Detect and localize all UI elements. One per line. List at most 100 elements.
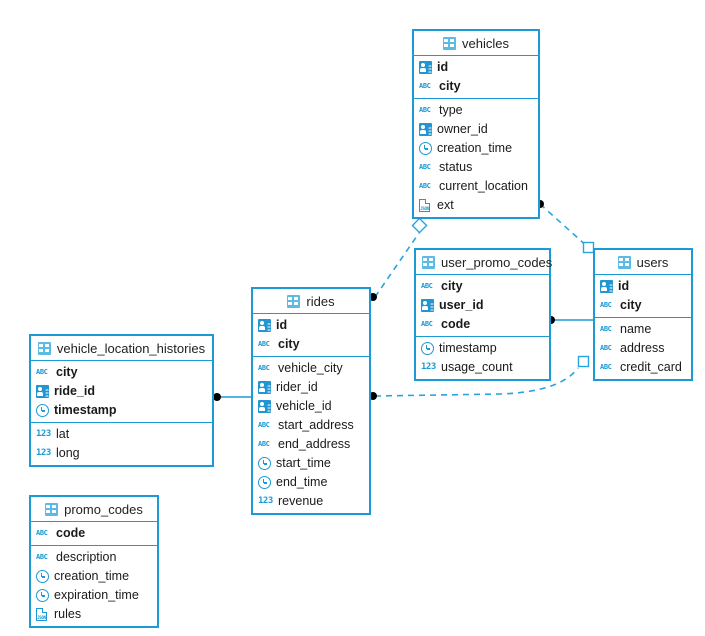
- field-name: name: [620, 322, 652, 337]
- column-field-row[interactable]: rider_id: [253, 378, 369, 397]
- field-name: id: [618, 279, 630, 294]
- column-field-row[interactable]: expiration_time: [31, 586, 157, 605]
- column-field-row[interactable]: timestamp: [416, 339, 549, 358]
- field-name: creation_time: [54, 569, 130, 584]
- edge-user-promo-codes-to-users: [547, 316, 593, 324]
- table-header-vehicles[interactable]: vehicles: [414, 31, 538, 56]
- table-header-users[interactable]: users: [595, 250, 691, 275]
- table-grid-icon: [37, 341, 51, 355]
- field-name: ride_id: [54, 384, 95, 399]
- number-icon: 123: [421, 362, 436, 372]
- field-name: start_address: [278, 418, 354, 433]
- field-name: vehicle_city: [278, 361, 343, 376]
- table-header-promo_codes[interactable]: promo_codes: [31, 497, 157, 522]
- primary-key-field-row[interactable]: user_id: [416, 296, 549, 315]
- column-field-row[interactable]: owner_id: [414, 120, 538, 139]
- column-field-row[interactable]: ABC type: [414, 101, 538, 120]
- column-field-row[interactable]: ext: [414, 196, 538, 215]
- table-header-vehicle_location_histories[interactable]: vehicle_location_histories: [31, 336, 212, 361]
- abc-icon: ABC: [258, 340, 270, 348]
- number-icon: 123: [36, 429, 51, 439]
- field-name: revenue: [278, 494, 324, 509]
- column-field-row[interactable]: ABC vehicle_city: [253, 359, 369, 378]
- column-field-row[interactable]: end_time: [253, 473, 369, 492]
- column-field-row[interactable]: 123 lat: [31, 425, 212, 444]
- abc-icon: ABC: [419, 182, 431, 190]
- abc-icon: ABC: [258, 364, 270, 372]
- clock-icon: [419, 142, 432, 155]
- field-name: long: [56, 446, 80, 461]
- primary-key-field-row[interactable]: id: [595, 277, 691, 296]
- clock-icon: [36, 404, 49, 417]
- table-title: promo_codes: [64, 501, 143, 517]
- field-name: code: [441, 317, 471, 332]
- column-field-row[interactable]: creation_time: [414, 139, 538, 158]
- abc-icon: ABC: [419, 163, 431, 171]
- column-field-row[interactable]: ABC current_location: [414, 177, 538, 196]
- id-icon: [36, 385, 49, 398]
- column-field-row[interactable]: vehicle_id: [253, 397, 369, 416]
- field-name: type: [439, 103, 463, 118]
- primary-key-field-row[interactable]: timestamp: [31, 401, 212, 420]
- abc-icon: ABC: [600, 344, 612, 352]
- id-icon: [600, 280, 613, 293]
- column-field-row[interactable]: start_time: [253, 454, 369, 473]
- column-field-row[interactable]: creation_time: [31, 567, 157, 586]
- abc-icon: ABC: [419, 106, 431, 114]
- table-grid-icon: [287, 294, 301, 308]
- clock-icon: [36, 589, 49, 602]
- field-name: id: [437, 60, 449, 75]
- primary-key-field-row[interactable]: ride_id: [31, 382, 212, 401]
- table-header-user_promo_codes[interactable]: user_promo_codes: [416, 250, 552, 275]
- id-icon: [419, 123, 432, 136]
- field-name: lat: [56, 427, 70, 442]
- primary-key-field-row[interactable]: id: [414, 58, 538, 77]
- field-name: user_id: [439, 298, 484, 313]
- field-name: id: [276, 318, 288, 333]
- column-field-row[interactable]: rules: [31, 605, 157, 624]
- table-header-rides[interactable]: rides: [253, 289, 369, 314]
- field-name: credit_card: [620, 360, 682, 375]
- clock-icon: [421, 342, 434, 355]
- field-name: rules: [54, 607, 82, 622]
- primary-key-field-row[interactable]: id: [253, 316, 369, 335]
- field-name: start_time: [276, 456, 331, 471]
- field-name: current_location: [439, 179, 528, 194]
- edge-vehicles-to-users: [536, 200, 595, 254]
- json-icon: [419, 199, 430, 212]
- table-grid-icon: [617, 255, 631, 269]
- abc-icon: ABC: [600, 301, 612, 309]
- abc-icon: ABC: [36, 553, 48, 561]
